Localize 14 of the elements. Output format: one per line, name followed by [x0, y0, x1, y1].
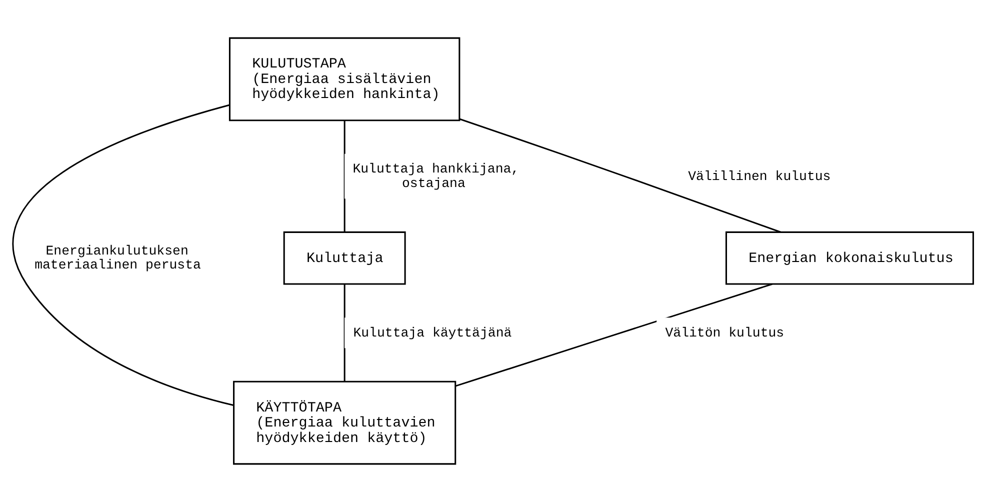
- edge-label: Kuluttaja hankkijana, ostajana: [352, 162, 520, 191]
- connector: [344, 284, 346, 382]
- edge-label: Välillinen kulutus: [688, 168, 831, 184]
- connector: [12, 104, 234, 406]
- node-box: Energian kokonaiskulutus: [725, 231, 974, 285]
- node-box: KÄYTTÖTAPA (Energiaa kuluttavien hyödykkeiden käyttö): [233, 380, 456, 465]
- connector: [459, 118, 781, 233]
- edge-label: Energiankulutuksen materiaalinen perusta: [34, 243, 201, 273]
- connector: [455, 283, 772, 387]
- node-box: Kuluttaja: [283, 231, 406, 285]
- edge-label: Välitön kulutus: [665, 325, 784, 340]
- connector: [344, 120, 346, 232]
- node-box: KULUTUSTAPA (Energiaa sisältävien hyödykkeiden hankinta): [228, 37, 460, 122]
- edge-label: Kuluttaja käyttäjänä: [353, 325, 512, 340]
